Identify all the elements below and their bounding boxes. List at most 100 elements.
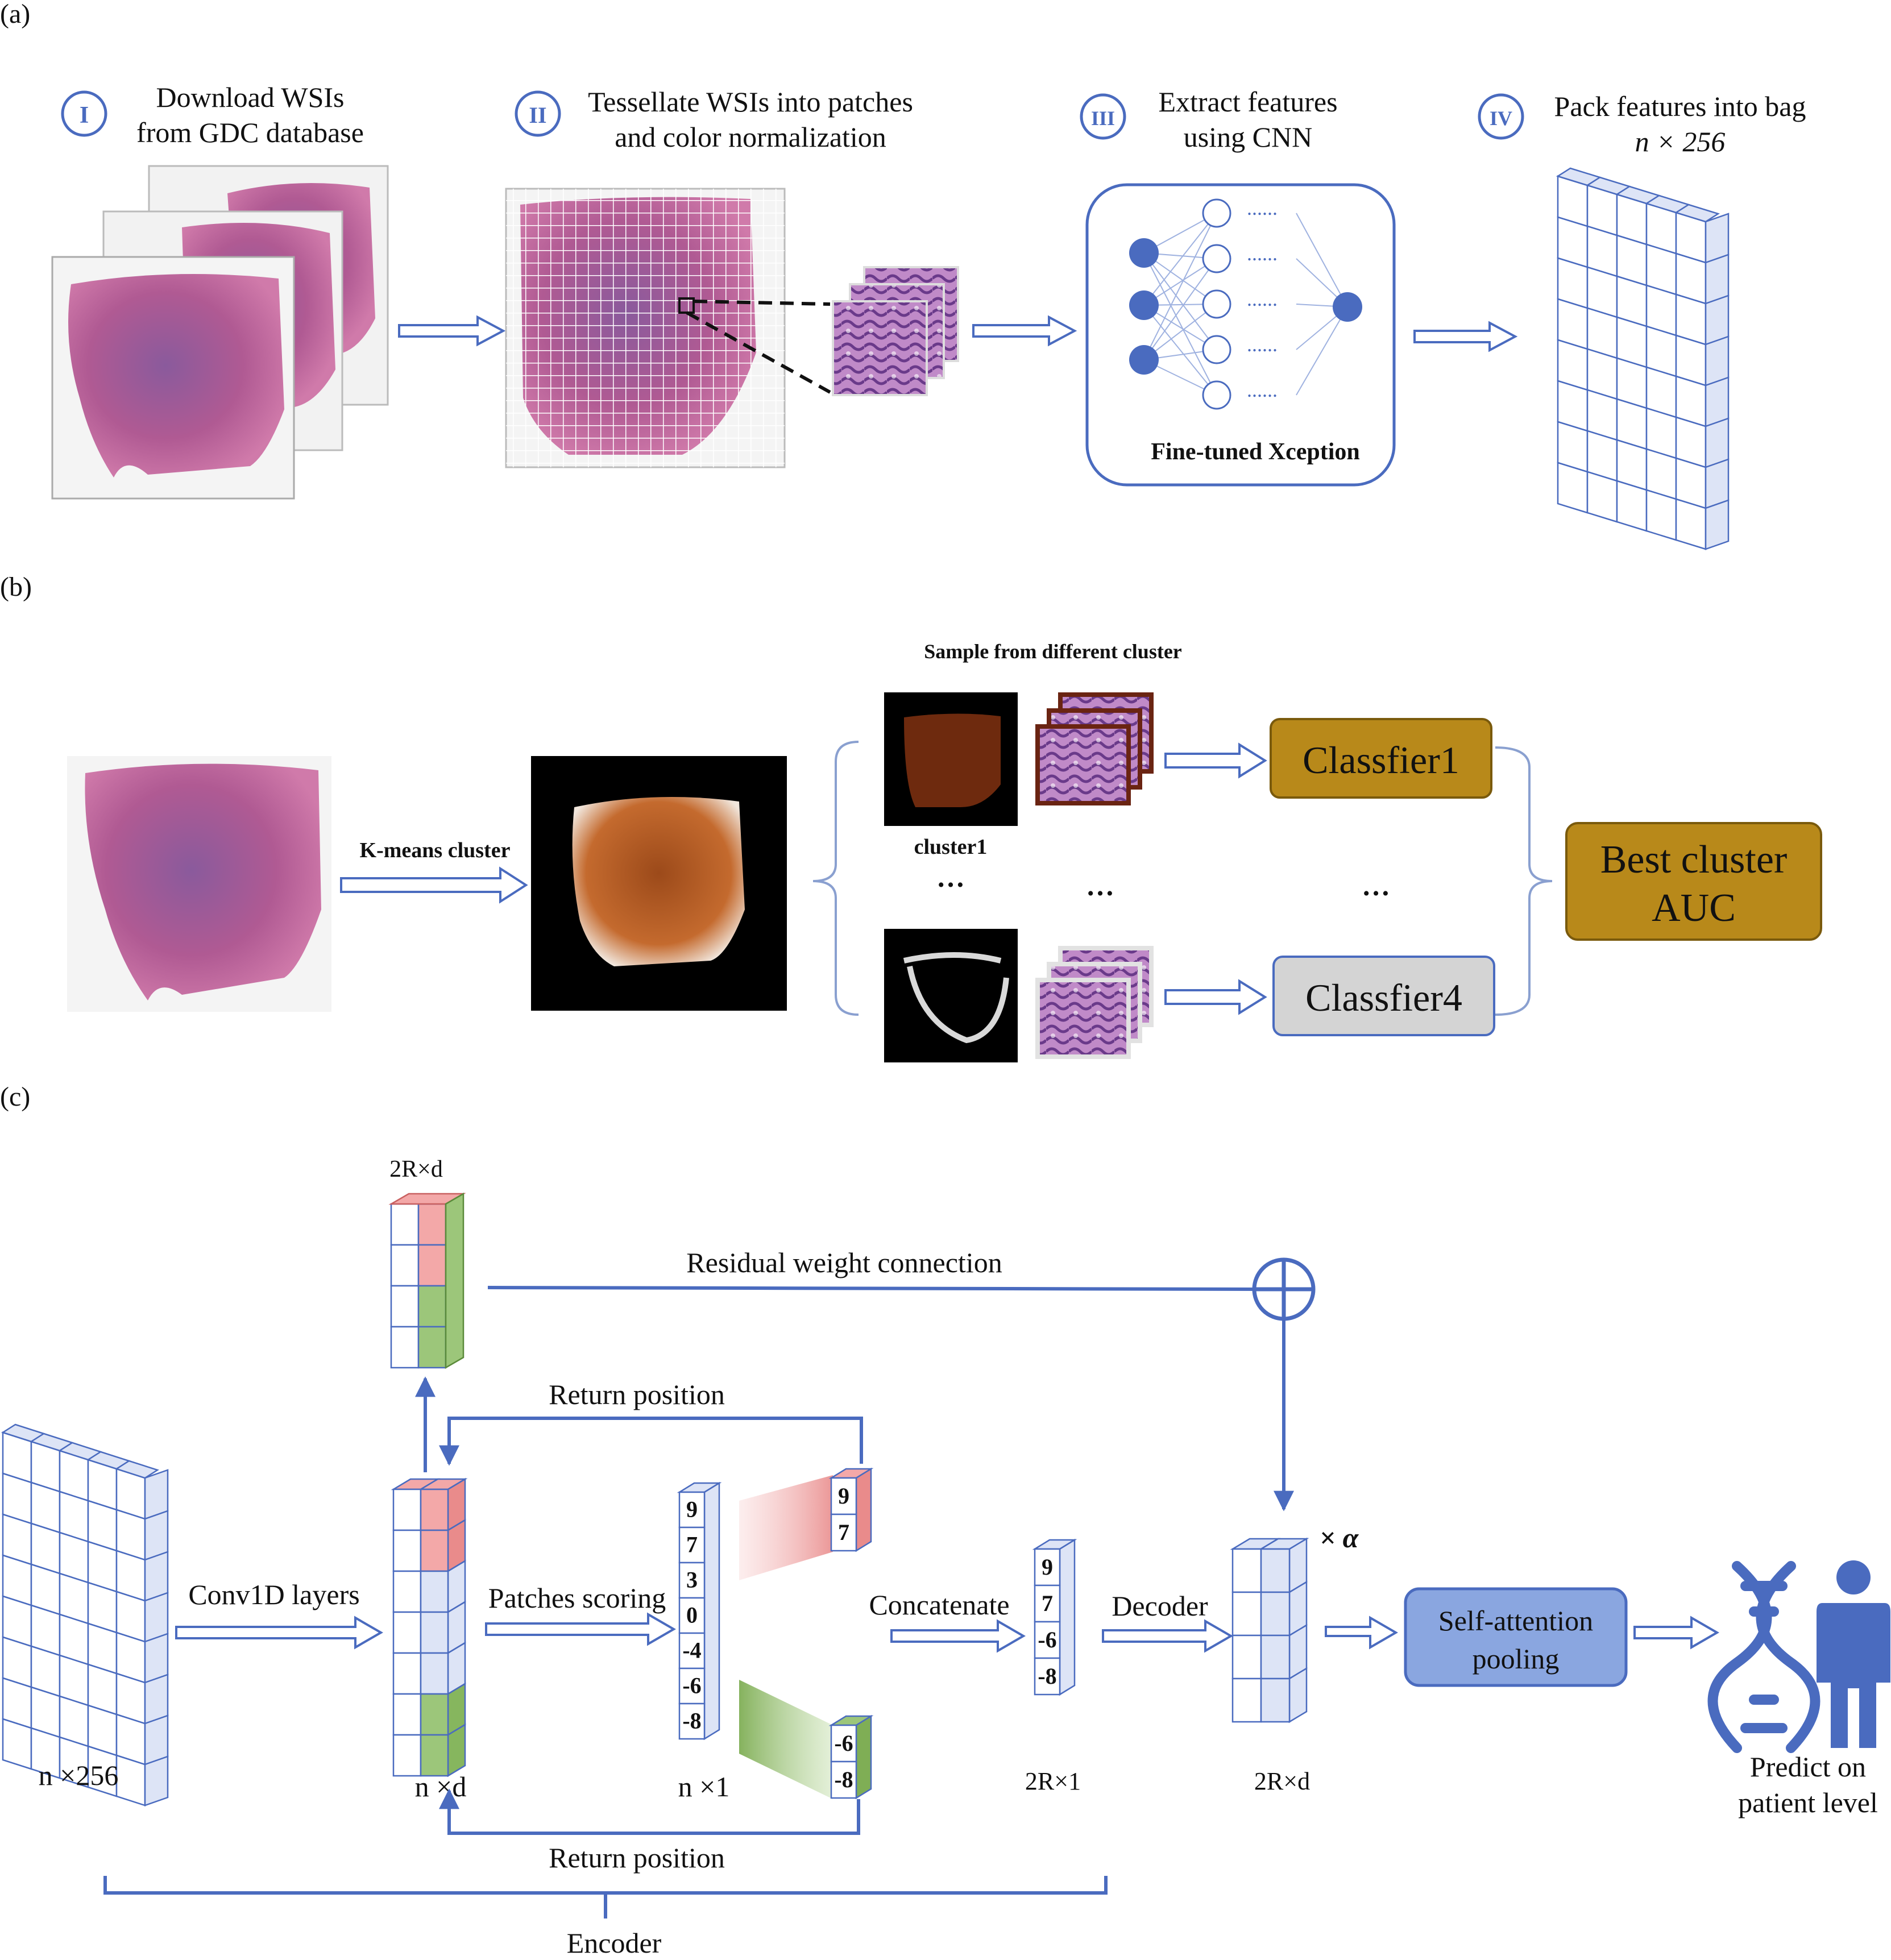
ellipsis-1: … [936,861,965,893]
dim-2r1-label: 2R×1 [1025,1767,1081,1795]
svg-text:Best cluster: Best cluster [1600,838,1788,882]
score-value: 3 [686,1567,698,1592]
xception-box: ...... ...... ...... ...... ...... Fine-… [1085,183,1396,487]
score-value: -6 [1038,1627,1056,1652]
arrow-c6 [1633,1616,1719,1650]
svg-text:Classfier4: Classfier4 [1305,976,1462,1019]
score-cell [678,1667,706,1705]
concat-column: 97-6-8 [1032,1538,1077,1696]
arrow-b3 [1164,979,1267,1015]
sample-title: Sample from different cluster [924,640,1182,663]
right-brace [1495,746,1553,1016]
bottom-select-wedge [739,1680,833,1799]
arrow-a3 [1413,321,1518,352]
return-bottom-label: Return position [549,1842,725,1874]
score-value: 7 [838,1519,849,1545]
arrow-c2 [485,1612,676,1646]
predict-line-2: patient level [1738,1787,1878,1818]
svg-text:AUC: AUC [1652,886,1736,930]
score-value: -6 [682,1672,701,1698]
svg-text:......: ...... [1247,288,1278,310]
return-top-arrow [439,1417,863,1466]
score-value: -8 [682,1708,701,1733]
arrow-b2 [1164,742,1267,779]
score-value: 0 [686,1602,698,1627]
arrow-c3 [890,1619,1026,1653]
top-selected-cube [388,1192,466,1369]
patch-stack-a [832,266,959,396]
step-I-badge: I [61,90,107,137]
input-feature-cube [1,1423,169,1807]
return-bottom-arrow [439,1788,860,1835]
cluster4-image [884,929,1018,1062]
encoder-label: Encoder [567,1927,662,1959]
step-II-badge: II [515,90,561,137]
score-value: -6 [834,1730,853,1756]
svg-text:......: ...... [1247,379,1278,401]
score-value: 7 [686,1531,698,1557]
score-cell [678,1526,706,1564]
score-value: -8 [834,1767,853,1792]
concat-label: Concatenate [869,1589,1009,1621]
arrow-c1 [175,1616,383,1650]
nd-cube [391,1477,468,1778]
top-dim-label: 2R×d [389,1156,443,1182]
step-III-title-1: Extract features [1158,86,1337,118]
step-IV-title-1: Pack features into bag [1554,90,1806,122]
dna-icon [1707,1561,1820,1753]
top-select-wedge [739,1475,833,1580]
classifier1-box: Classfier1 [1270,718,1492,799]
arrow-a2 [972,315,1077,347]
return-top-label: Return position [549,1378,725,1410]
self-attention-box: Self-attention pooling [1404,1587,1628,1687]
arrow-c4 [1102,1619,1233,1653]
step-IV-title-2: n × 256 [1635,126,1726,157]
cluster4-label-crop [853,1069,1046,1103]
dim-nd-label: n ×d [415,1771,467,1803]
score-cell [678,1562,706,1599]
kmeans-label: K-means cluster [360,838,511,862]
score-value: 9 [1042,1554,1053,1580]
decoded-cube [1230,1537,1309,1724]
score-value: 9 [838,1483,849,1509]
panel-a-label: (a) [0,0,30,29]
wsi-b [67,756,331,1012]
arrow-c5 [1325,1616,1398,1650]
patch-stack-cluster4 [1035,946,1154,1059]
classifier4-box: Classfier4 [1272,956,1495,1036]
svg-text:......: ...... [1247,197,1278,219]
residual-line [487,1286,1257,1291]
score-cell [1034,1548,1061,1587]
cluster1-label: cluster1 [914,835,988,859]
dim-n1-label: n ×1 [678,1771,730,1803]
score-cell [678,1632,706,1670]
svg-text:......: ...... [1247,242,1278,265]
score-cell [1034,1621,1061,1659]
predict-line-1: Predict on [1750,1751,1866,1783]
ellipsis-3: … [1362,870,1390,902]
step-I-title-1: Download WSIs [156,81,344,113]
decoder-label: Decoder [1112,1590,1208,1622]
step-I-title-2: from GDC database [136,117,364,148]
arrow-b1 [340,866,528,904]
alpha-label: × α [1320,1522,1359,1554]
plus-circle [1252,1257,1316,1321]
feature-bag-cube [1556,167,1730,550]
step-III-title-2: using CNN [1184,121,1312,153]
step-II-title-2: and color normalization [615,121,886,153]
ellipsis-2: … [1086,870,1114,902]
svg-text:Self-attention: Self-attention [1438,1605,1593,1637]
kmeans-cluster-image [531,756,787,1011]
arrow-a1 [398,315,506,347]
tessellated-wsi [505,188,831,468]
step-II-title-1: Tessellate WSIs into patches [588,86,913,118]
score-cell [830,1477,857,1515]
best-cluster-box: Best cluster AUC [1565,822,1822,941]
score-cell [830,1513,857,1552]
score-cell [678,1597,706,1634]
step-IV-badge: IV [1478,93,1524,140]
panel-c-label: (c) [0,1082,30,1112]
patch-stack-cluster1 [1035,692,1154,805]
